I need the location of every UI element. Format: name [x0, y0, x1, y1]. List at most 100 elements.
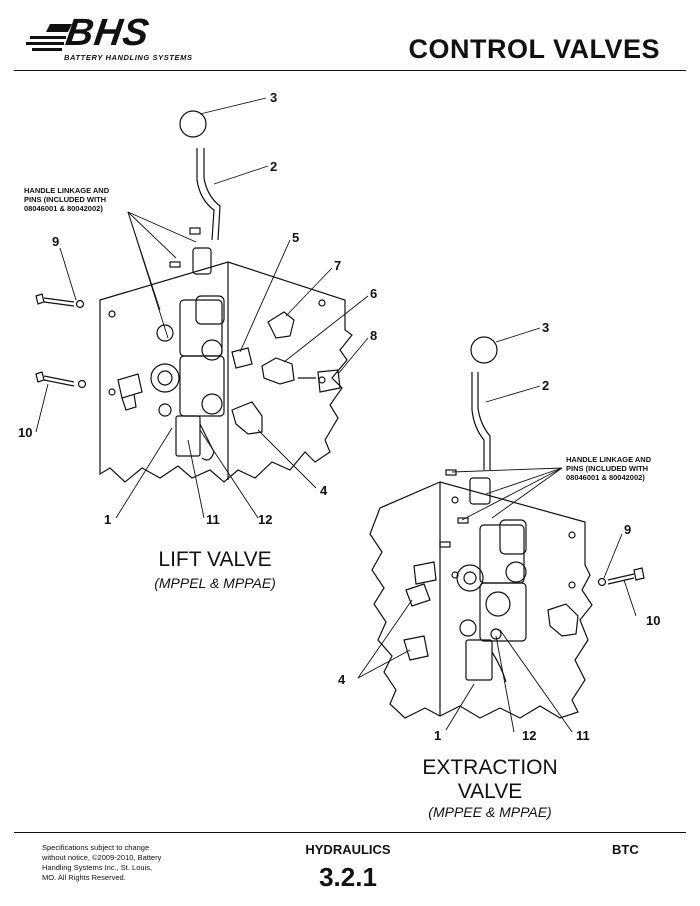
footer-section: HYDRAULICS — [305, 842, 391, 857]
extraction-fitting — [413, 561, 437, 585]
extraction-valve-port — [490, 628, 502, 640]
lift-callout-1: 1 — [104, 512, 112, 527]
footer-model: BTC — [612, 842, 639, 857]
extraction-valve-spool — [465, 639, 493, 681]
extraction-note-line3: 08046001 & 80042002) — [566, 473, 645, 482]
lift-note-line1: HANDLE LINKAGE AND — [24, 186, 110, 195]
lift-callout-9: 9 — [52, 234, 60, 249]
extraction-washer-9 — [597, 577, 607, 587]
extraction-plate-hole — [568, 531, 576, 539]
footer-divider — [14, 832, 686, 833]
extraction-valve-caption: EXTRACTION VALVE — [410, 756, 570, 804]
lift-fitting-6 — [261, 357, 295, 385]
lift-valve-port — [158, 403, 172, 417]
lift-handle-lever — [196, 148, 221, 241]
lift-drain-line — [199, 423, 215, 461]
extraction-callout-10: 10 — [646, 613, 661, 628]
extraction-bolt-10 — [633, 567, 645, 581]
extraction-callout-2: 2 — [542, 378, 550, 393]
extraction-plate-hole — [451, 496, 459, 504]
extraction-callout-1: 1 — [434, 728, 442, 743]
lift-valve-section — [179, 299, 223, 357]
lift-plate-hole — [318, 376, 326, 384]
lift-valve-spool — [175, 415, 201, 457]
extraction-valve-section — [479, 582, 527, 642]
lift-callout-4: 4 — [320, 483, 328, 498]
lift-valve-port — [201, 339, 223, 361]
extraction-note-line2: PINS (INCLUDED WITH — [566, 464, 649, 473]
extraction-valve-port — [485, 591, 511, 617]
lift-linkage-pin — [169, 261, 181, 268]
extraction-callout-9: 9 — [624, 522, 632, 537]
lift-plate-hole — [108, 388, 116, 396]
lift-callout-5: 5 — [292, 230, 300, 245]
extraction-plate-hole — [568, 581, 576, 589]
lift-washer-9 — [75, 299, 85, 309]
extraction-callout-11: 11 — [576, 728, 590, 743]
extraction-valve-subcaption: (MPPEE & MPPAE) — [428, 804, 552, 820]
lift-callout-10: 10 — [18, 425, 33, 440]
lift-fitting-left — [117, 373, 143, 399]
extraction-linkage-pin — [445, 469, 457, 476]
extraction-linkage-pin — [439, 541, 451, 548]
lift-plate-hole — [318, 299, 326, 307]
extraction-valve-port — [505, 561, 527, 583]
footer-page-number: 3.2.1 — [319, 862, 377, 892]
lift-fitting-4 — [231, 401, 263, 435]
lift-mounting-plate — [99, 261, 353, 483]
lift-valve-cap — [195, 295, 225, 325]
lift-linkage-block — [192, 247, 212, 275]
logo-subtitle: BATTERY HANDLING SYSTEMS — [64, 53, 193, 62]
lift-leader-lines — [35, 97, 369, 519]
extraction-handle-lever — [471, 372, 491, 470]
extraction-valve-port — [456, 564, 484, 592]
lift-valve-caption: LIFT VALVE — [158, 548, 272, 571]
lift-callout-6: 6 — [370, 286, 378, 301]
lift-callout-8: 8 — [370, 328, 378, 343]
lift-note-line2: PINS (INCLUDED WITH — [24, 195, 107, 204]
extraction-note-line1: HANDLE LINKAGE AND — [566, 455, 652, 464]
bhs-logo — [22, 14, 212, 66]
extraction-callout-12: 12 — [522, 728, 537, 743]
lift-valve-illustration — [35, 97, 369, 519]
footer-disclaimer: Specifications subject to change without… — [42, 843, 162, 882]
lift-bolt-10 — [35, 371, 45, 383]
lift-linkage-pin — [189, 227, 201, 235]
lift-callout-11: 11 — [206, 512, 220, 527]
lift-valve-port — [156, 324, 174, 342]
extraction-plate-hole — [451, 571, 459, 579]
extraction-fitting-4 — [403, 635, 429, 661]
extraction-callout-3: 3 — [542, 320, 550, 335]
lift-callout-3: 3 — [270, 90, 278, 105]
extraction-linkage-pin — [457, 517, 469, 524]
lift-callout-7: 7 — [334, 258, 342, 273]
lift-valve-subcaption: (MPPEL & MPPAE) — [154, 575, 276, 591]
lift-callout-2: 2 — [270, 159, 278, 174]
extraction-caption-line2: VALVE — [457, 780, 523, 803]
lift-linkage-note: HANDLE LINKAGE AND PINS (INCLUDED WITH 0… — [24, 186, 109, 213]
lift-fitting-5 — [231, 347, 253, 369]
lift-valve-section — [179, 355, 225, 417]
lift-washer-10 — [77, 379, 87, 389]
extraction-callout-4: 4 — [338, 672, 346, 687]
extraction-handle-knob — [470, 336, 498, 364]
extraction-fitting-right — [547, 603, 579, 637]
extraction-valve-port-inner — [463, 571, 477, 585]
lift-callout-12: 12 — [258, 512, 273, 527]
logo-swoosh-icon — [26, 24, 72, 51]
lift-fitting-8 — [317, 369, 341, 393]
extraction-valve-port — [459, 619, 477, 637]
extraction-mounting-plate — [369, 481, 593, 719]
lift-note-line3: 08046001 & 80042002) — [24, 204, 103, 213]
header-divider — [14, 70, 686, 71]
extraction-valve-cap — [499, 519, 527, 555]
extraction-valve-illustration — [357, 327, 645, 733]
lift-plate-hole — [108, 310, 116, 318]
lift-fitting-7 — [267, 311, 295, 339]
page-title: CONTROL VALVES — [408, 34, 660, 64]
extraction-linkage-block — [469, 477, 491, 505]
lift-valve-port — [150, 363, 180, 393]
lift-valve-port-inner — [157, 370, 173, 386]
extraction-caption-line1: EXTRACTION — [422, 756, 558, 779]
